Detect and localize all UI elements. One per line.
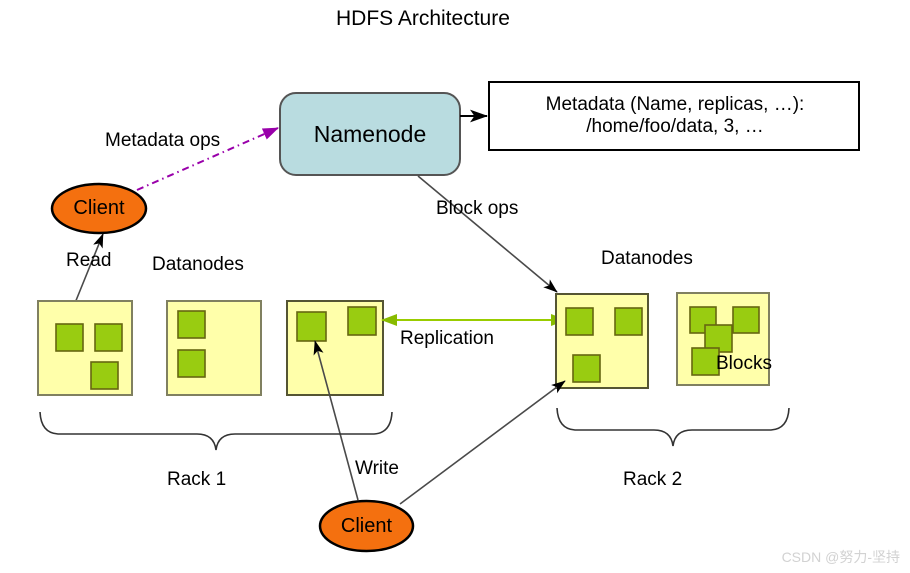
block-ops-label: Block ops bbox=[436, 198, 519, 219]
page-title: HDFS Architecture bbox=[336, 7, 510, 30]
metadata-ops-label: Metadata ops bbox=[105, 130, 221, 151]
datanode-2 bbox=[166, 300, 262, 396]
read-label: Read bbox=[66, 250, 112, 271]
namenode-box bbox=[279, 92, 461, 176]
datanode-1 bbox=[37, 300, 133, 396]
rack2-label: Rack 2 bbox=[623, 469, 683, 490]
block bbox=[732, 306, 760, 334]
block bbox=[565, 307, 594, 336]
datanodes-left-label: Datanodes bbox=[152, 254, 244, 275]
datanode-4 bbox=[555, 293, 649, 389]
datanode-5 bbox=[676, 292, 770, 386]
block bbox=[572, 354, 601, 383]
block bbox=[689, 306, 717, 334]
write-arrow-to-datanode-4 bbox=[399, 380, 566, 505]
read-arrow bbox=[74, 233, 104, 304]
block bbox=[177, 310, 206, 339]
datanode-3 bbox=[286, 300, 384, 396]
block bbox=[90, 361, 119, 390]
block bbox=[347, 306, 377, 336]
write-arrow-to-datanode-3 bbox=[313, 340, 359, 501]
replication-label: Replication bbox=[400, 328, 494, 349]
block bbox=[296, 311, 327, 342]
write-label: Write bbox=[355, 458, 399, 479]
csdn-watermark: CSDN @努力-坚持 bbox=[781, 549, 900, 565]
client-write-ellipse bbox=[318, 499, 415, 553]
blocks-label: Blocks bbox=[716, 353, 772, 374]
block bbox=[177, 349, 206, 378]
metadata-ops-arrow bbox=[136, 127, 279, 191]
block bbox=[94, 323, 123, 352]
client-read-ellipse bbox=[50, 182, 148, 235]
rack1-label: Rack 1 bbox=[167, 469, 227, 490]
rack2-brace bbox=[556, 407, 790, 447]
block-ops-arrow bbox=[417, 175, 558, 293]
metadata-box bbox=[488, 81, 860, 151]
rack1-brace bbox=[39, 411, 393, 451]
block bbox=[691, 347, 720, 376]
block bbox=[55, 323, 84, 352]
datanodes-right-label: Datanodes bbox=[601, 248, 693, 269]
block bbox=[614, 307, 643, 336]
